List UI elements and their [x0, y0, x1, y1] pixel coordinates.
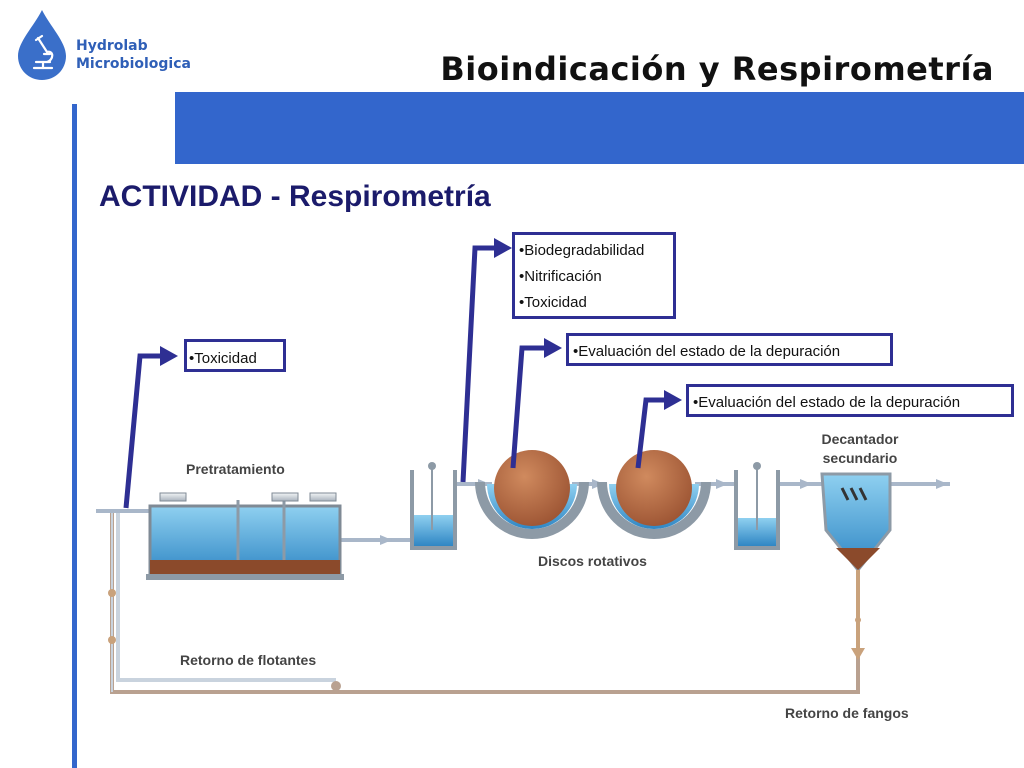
callout-item: •Biodegradabilidad	[519, 242, 645, 259]
callout-item: •Evaluación del estado de la depuración	[573, 343, 841, 360]
callout-disc-1: •Evaluación del estado de la depuración	[566, 333, 893, 366]
logo-text-line2: Microbiologica	[76, 56, 191, 72]
label-pretratamiento: Pretratamiento	[186, 461, 285, 477]
pipe-valves	[108, 589, 865, 691]
left-accent-bar	[72, 104, 77, 768]
outlet-tank	[734, 462, 780, 550]
section-title: ACTIVIDAD - Respirometría	[99, 180, 491, 213]
logo: Hydrolab Microbiologica	[14, 8, 191, 88]
rotating-disc-2	[597, 450, 711, 539]
callout-item: •Evaluación del estado de la depuración	[693, 394, 961, 411]
header-band	[175, 92, 1024, 164]
callout-item: •Toxicidad	[189, 350, 257, 367]
sampling-arrowheads	[160, 238, 682, 410]
label-retorno-flotantes: Retorno de flotantes	[180, 652, 317, 668]
label-retorno-fangos: Retorno de fangos	[785, 705, 909, 721]
sampling-arrows	[123, 245, 668, 509]
label-decantador-1: Decantador	[821, 431, 899, 447]
logo-text-line1: Hydrolab	[76, 38, 148, 54]
callout-inlet: •Biodegradabilidad •Nitrificación •Toxic…	[512, 232, 676, 319]
secondary-clarifier	[820, 472, 892, 650]
callout-item: •Nitrificación	[519, 268, 602, 285]
page-title: Bioindicación y Respirometría	[440, 50, 994, 88]
pretreatment-tank	[146, 492, 344, 580]
rotating-disc-1	[475, 450, 589, 539]
water-drop-microscope-icon	[18, 10, 66, 80]
callout-disc-2: •Evaluación del estado de la depuración	[686, 384, 1014, 417]
callout-pretreatment: •Toxicidad	[184, 339, 286, 372]
label-discos-rotativos: Discos rotativos	[538, 553, 647, 569]
label-decantador-2: secundario	[822, 450, 898, 466]
callout-item: •Toxicidad	[519, 294, 587, 311]
inlet-tank	[410, 462, 457, 550]
